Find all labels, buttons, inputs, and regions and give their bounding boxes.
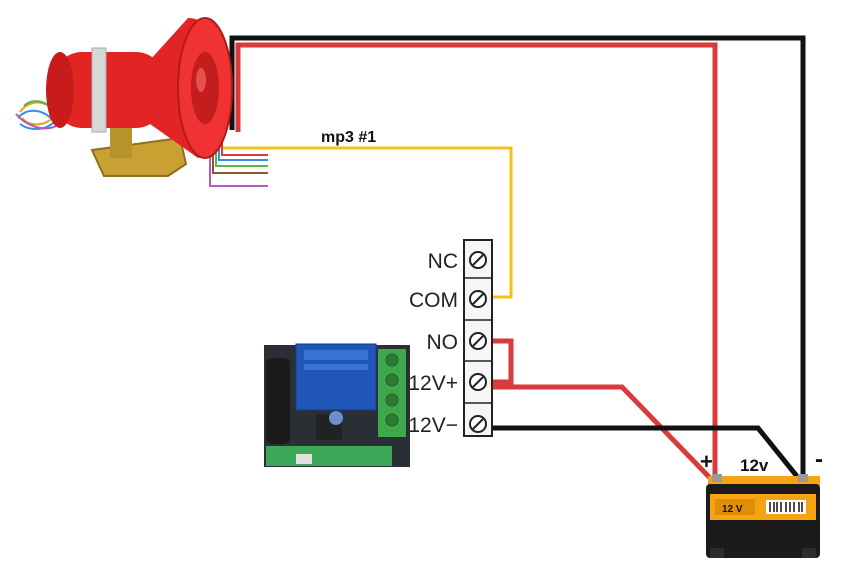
battery-voltage-label: 12v: [740, 456, 769, 475]
terminal-label-no: NO: [427, 331, 459, 354]
battery: 12 V: [706, 474, 820, 558]
terminal-label-nc: NC: [428, 250, 458, 273]
relay-module: [264, 343, 410, 467]
battery-minus-sign: -: [815, 446, 823, 473]
red-jumper-no-to-12v: [490, 338, 514, 385]
yellow-wire-mp3-to-com: [222, 146, 513, 299]
terminal-screw-no: [469, 332, 487, 350]
battery-plus-sign: +: [700, 449, 713, 474]
red-wire-12v-to-battery: [490, 384, 714, 482]
siren-horn: [15, 17, 268, 187]
terminal-label-12v-plus: 12V+: [408, 372, 458, 395]
horn-body: [54, 52, 164, 128]
terminal-screw-nc: [469, 251, 487, 269]
antenna-coil: [266, 358, 290, 444]
terminal-screw-12v-plus: [469, 373, 487, 391]
terminal-screw-com: [469, 290, 487, 308]
battery-barcode: [766, 500, 806, 514]
red-wire-horn-to-battery: [235, 42, 718, 480]
black-wire-12vminus-to-battery: [490, 425, 802, 482]
horn-band: [91, 47, 107, 133]
terminal-strip: NC COM NO 12V+ 12V−: [408, 239, 493, 437]
terminal-screw-12v-minus: [469, 415, 487, 433]
terminal-label-com: COM: [409, 289, 458, 312]
terminal-label-12v-minus: 12V−: [408, 414, 458, 437]
wire-label-mp3: mp3 #1: [321, 129, 376, 146]
battery-case-label: 12 V: [722, 504, 743, 515]
horn-bracket: [90, 136, 188, 177]
